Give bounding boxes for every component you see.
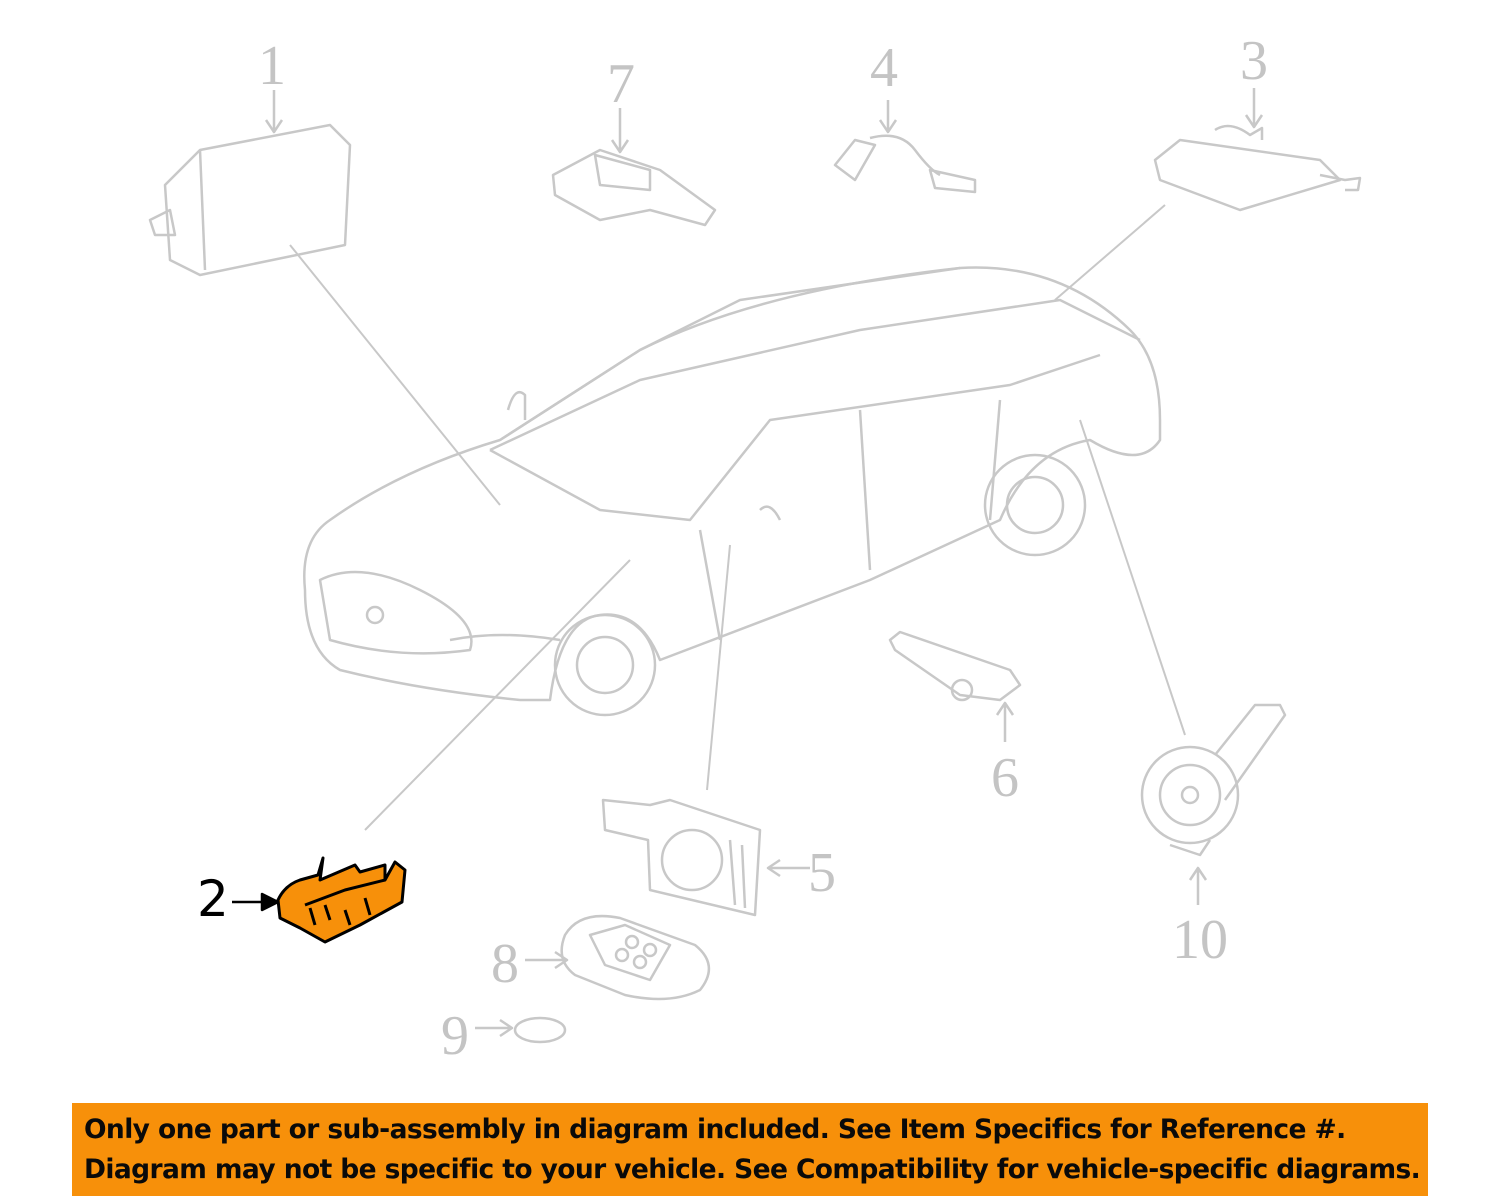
disclaimer-line-1: Only one part or sub-assembly in diagram… [84,1114,1346,1145]
callout-1[interactable]: 1 [258,35,286,97]
car-illustration [303,266,1162,717]
part-9-battery[interactable] [513,1016,567,1044]
callout-8[interactable]: 8 [491,933,519,995]
callout-7[interactable]: 7 [607,53,635,115]
part-4-wire-harness[interactable] [833,134,977,194]
part-6-sensor[interactable] [888,630,1022,702]
part-2-bracket-highlighted[interactable] [276,856,407,944]
part-2-arrow [232,892,280,912]
part-8-key-fob[interactable] [560,914,710,1001]
callout-5[interactable]: 5 [808,842,836,904]
callout-2[interactable]: 2 [197,870,229,928]
part-5-siren[interactable] [601,798,762,917]
arrows [264,88,1264,1038]
part-3-antenna-module[interactable] [1153,124,1362,212]
callout-6[interactable]: 6 [991,747,1019,809]
leader-lines [289,204,1186,831]
callout-10[interactable]: 10 [1172,909,1228,971]
parts-diagram [148,88,1362,1044]
part-7-sensor-module[interactable] [551,148,717,227]
callout-4[interactable]: 4 [870,37,898,99]
part-10-horn[interactable] [1140,703,1287,857]
disclaimer-banner: Only one part or sub-assembly in diagram… [72,1103,1428,1196]
callout-3[interactable]: 3 [1240,30,1268,92]
disclaimer-line-2: Diagram may not be specific to your vehi… [84,1154,1421,1185]
callout-9[interactable]: 9 [441,1005,469,1067]
part-1-control-module[interactable] [148,123,352,277]
